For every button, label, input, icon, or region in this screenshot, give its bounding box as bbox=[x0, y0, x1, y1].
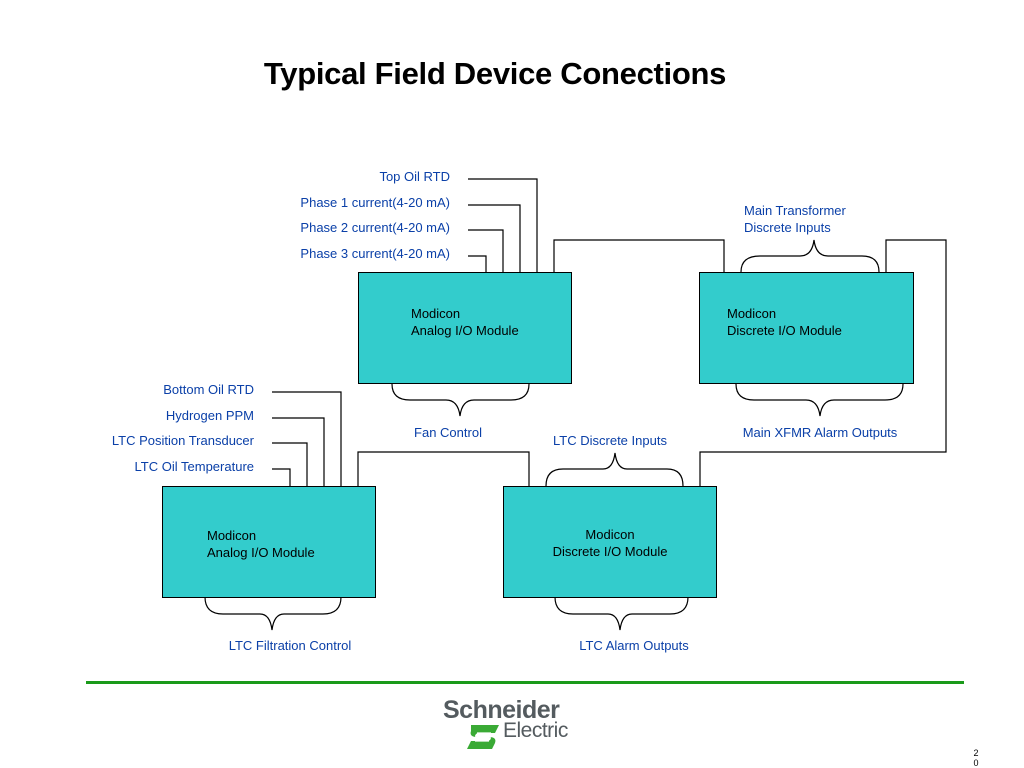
logo-text-schneider: Schneider bbox=[443, 696, 560, 724]
bracket-ltc-filtration bbox=[204, 596, 342, 631]
bracket-main-xfmr-alarm bbox=[735, 383, 904, 417]
label-main-transformer-line2: Discrete Inputs bbox=[744, 220, 831, 235]
label-ltc-position-transducer: LTC Position Transducer bbox=[111, 433, 254, 448]
module-discrete-bottom bbox=[503, 486, 717, 598]
wire-hydrogen bbox=[272, 417, 325, 487]
label-main-xfmr-alarm-outputs: Main XFMR Alarm Outputs bbox=[742, 425, 898, 440]
wire-phase2 bbox=[468, 229, 504, 273]
label-phase1-current: Phase 1 current(4-20 mA) bbox=[300, 195, 450, 210]
wire-top-oil-rtd bbox=[468, 178, 538, 273]
label-ltc-discrete-inputs: LTC Discrete Inputs bbox=[553, 433, 667, 448]
wire-phase3 bbox=[468, 255, 487, 273]
wire-ltc-oil-temp bbox=[272, 468, 291, 487]
module-analog-top-line1: Modicon bbox=[411, 306, 461, 321]
page-number: 2 0 bbox=[972, 748, 980, 768]
module-discrete-bottom-label: Modicon Discrete I/O Module bbox=[503, 526, 717, 560]
label-ltc-oil-temperature: LTC Oil Temperature bbox=[134, 459, 254, 474]
wire-loop-right bbox=[699, 239, 947, 487]
label-ltc-alarm-outputs: LTC Alarm Outputs bbox=[579, 638, 689, 653]
label-top-oil-rtd: Top Oil RTD bbox=[379, 169, 450, 184]
wire-bottom-oil-rtd bbox=[272, 391, 342, 487]
module-discrete-top bbox=[699, 272, 914, 384]
module-discrete-top-line2: Discrete I/O Module bbox=[727, 323, 842, 338]
label-fan-control: Fan Control bbox=[414, 425, 482, 440]
label-phase2-current: Phase 2 current(4-20 mA) bbox=[300, 220, 450, 235]
label-main-transformer-line1: Main Transformer bbox=[744, 203, 846, 218]
schneider-electric-logo: Schneider Electric bbox=[443, 696, 583, 756]
module-analog-bottom-line1: Modicon bbox=[207, 528, 257, 543]
bracket-main-transformer bbox=[740, 239, 880, 273]
module-analog-top-label: Modicon Analog I/O Module bbox=[411, 305, 519, 339]
page-number-digit-1: 2 bbox=[973, 748, 979, 758]
label-ltc-filtration-control: LTC Filtration Control bbox=[228, 638, 352, 653]
label-bottom-oil-rtd: Bottom Oil RTD bbox=[163, 382, 254, 397]
module-analog-bottom-line2: Analog I/O Module bbox=[207, 545, 315, 560]
page-title: Typical Field Device Conections bbox=[263, 56, 727, 91]
logo-text-electric: Electric bbox=[503, 719, 568, 742]
wire-link-top bbox=[553, 239, 725, 273]
module-analog-top-line2: Analog I/O Module bbox=[411, 323, 519, 338]
module-analog-bottom bbox=[162, 486, 376, 598]
page-number-digit-2: 0 bbox=[973, 758, 979, 768]
label-phase3-current: Phase 3 current(4-20 mA) bbox=[300, 246, 450, 261]
module-discrete-top-line1: Modicon bbox=[727, 306, 777, 321]
module-discrete-top-label: Modicon Discrete I/O Module bbox=[727, 305, 842, 339]
label-hydrogen-ppm: Hydrogen PPM bbox=[165, 408, 254, 423]
module-analog-bottom-label: Modicon Analog I/O Module bbox=[207, 527, 315, 561]
wire-link-bottom bbox=[357, 451, 530, 487]
module-analog-top bbox=[358, 272, 572, 384]
bracket-ltc-discrete-inputs bbox=[545, 452, 684, 487]
bracket-ltc-alarm-outputs bbox=[554, 596, 689, 631]
wire-ltc-position bbox=[272, 442, 308, 487]
footer-rule bbox=[86, 681, 964, 684]
module-discrete-bottom-line1: Modicon bbox=[585, 527, 635, 542]
wire-phase1 bbox=[468, 204, 521, 273]
module-discrete-bottom-line2: Discrete I/O Module bbox=[552, 544, 668, 559]
schneider-electric-mark-icon bbox=[467, 725, 499, 749]
bracket-fan-control bbox=[391, 383, 530, 417]
